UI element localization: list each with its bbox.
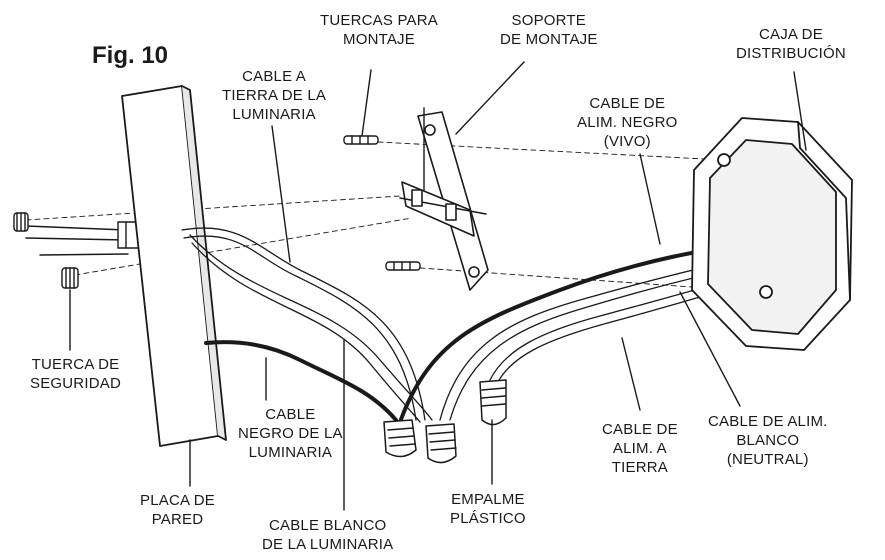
- label-line: TUERCA DE: [31, 356, 120, 373]
- label-line: PLACA DE: [140, 492, 215, 509]
- label-line: NEGRO DE LA: [238, 425, 343, 442]
- label-line: DE MONTAJE: [500, 31, 598, 48]
- label-supply-ground-wire: CABLE DE ALIM. A TIERRA: [602, 420, 678, 477]
- label-line: EMPALME: [451, 491, 525, 508]
- label-line: DISTRIBUCIÓN: [736, 45, 846, 62]
- label-line: TUERCAS PARA: [320, 12, 438, 29]
- label-line: CABLE DE: [589, 95, 666, 112]
- label-line: TIERRA: [611, 459, 668, 476]
- junction-box: [691, 117, 853, 351]
- label-line: DE LA LUMINARIA: [262, 536, 394, 553]
- label-line: (NEUTRAL): [726, 451, 809, 468]
- label-wire-connector: EMPALME PLÁSTICO: [450, 490, 526, 528]
- lock-nut-left-top: [13, 212, 127, 241]
- label-line: PLÁSTICO: [450, 510, 526, 527]
- label-line: PARED: [151, 511, 204, 528]
- label-line: CABLE: [265, 406, 316, 423]
- label-lock-nut: TUERCA DE SEGURIDAD: [30, 355, 121, 393]
- wire-nut-1: [383, 419, 417, 458]
- wall-plate: [121, 85, 227, 447]
- label-fixture-ground-wire: CABLE A TIERRA DE LA LUMINARIA: [222, 67, 326, 124]
- mounting-bracket: [399, 111, 489, 291]
- figure-label: Fig. 10: [92, 42, 169, 69]
- leader-lines: [69, 61, 807, 511]
- label-line: CABLE DE: [602, 421, 678, 438]
- label-line: LUMINARIA: [232, 106, 316, 123]
- label-line: ALIM. A: [612, 440, 667, 457]
- label-line: CAJA DE: [758, 26, 823, 43]
- label-supply-black-wire: CABLE DE ALIM. NEGRO (VIVO): [577, 94, 678, 151]
- fixture-ground-wire: [181, 227, 426, 421]
- label-line: ALIM. NEGRO: [577, 114, 678, 131]
- wire-nut-3: [479, 379, 507, 426]
- label-fixture-black-wire: CABLE NEGRO DE LA LUMINARIA: [238, 405, 343, 462]
- label-line: LUMINARIA: [248, 444, 333, 461]
- label-mounting-bracket: SOPORTE DE MONTAJE: [500, 11, 598, 49]
- mounting-screw-top: [343, 135, 379, 145]
- label-line: CABLE A: [242, 68, 307, 85]
- label-line: BLANCO: [736, 432, 800, 449]
- label-line: SEGURIDAD: [30, 375, 121, 392]
- wire-nut-2: [425, 423, 457, 464]
- lock-nut-left-bottom: [39, 253, 129, 289]
- label-supply-white-wire: CABLE DE ALIM. BLANCO (NEUTRAL): [708, 412, 828, 469]
- label-line: CABLE DE ALIM.: [708, 413, 828, 430]
- label-junction-box: CAJA DE DISTRIBUCIÓN: [736, 25, 846, 63]
- label-line: SOPORTE: [511, 12, 587, 29]
- mounting-screw-bottom: [385, 261, 421, 271]
- label-mounting-nuts: TUERCAS PARA MONTAJE: [320, 11, 438, 49]
- label-fixture-white-wire: CABLE BLANCO DE LA LUMINARIA: [262, 516, 393, 554]
- fixture-black-wire: [204, 340, 398, 422]
- label-line: CABLE BLANCO: [268, 517, 387, 534]
- label-line: TIERRA DE LA: [222, 87, 327, 104]
- label-line: MONTAJE: [343, 31, 415, 48]
- label-line: (VIVO): [603, 133, 651, 150]
- label-wall-plate: PLACA DE PARED: [140, 491, 215, 529]
